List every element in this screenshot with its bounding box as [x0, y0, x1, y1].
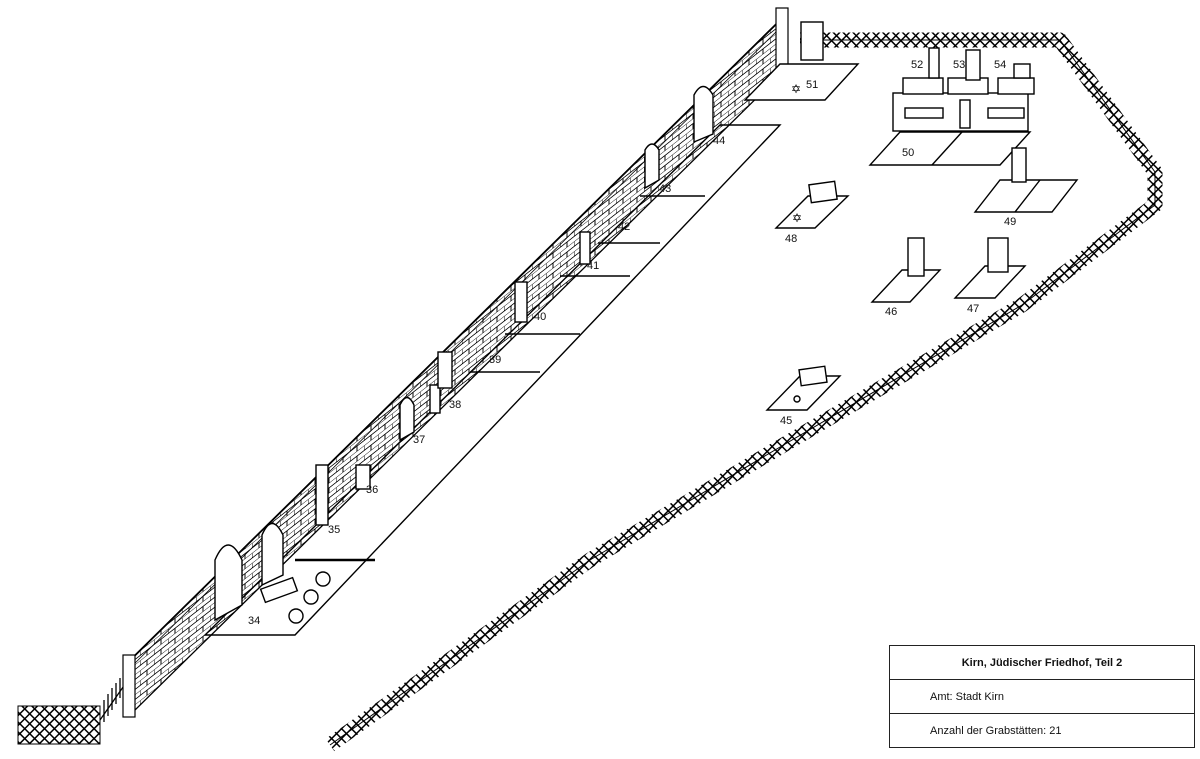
grave-label-42: 42: [618, 221, 630, 233]
grave-label-47: 47: [967, 303, 979, 315]
grave-label-41: 41: [587, 260, 599, 272]
wall-headstones: [214, 85, 714, 622]
grave-label-36: 36: [366, 484, 378, 496]
grave-49: [973, 147, 1079, 213]
svg-text:✡: ✡: [791, 82, 801, 96]
grave-label-44: 44: [713, 135, 725, 147]
legend-title: Kirn, Jüdischer Friedhof, Teil 2: [890, 646, 1194, 680]
grave-label-39: 39: [489, 354, 501, 366]
legend-office: Amt: Stadt Kirn: [890, 680, 1194, 714]
grave-label-34: 34: [248, 615, 260, 627]
grave-label-53: 53: [953, 59, 965, 71]
grave-label-48: 48: [785, 233, 797, 245]
grave-label-40: 40: [534, 311, 546, 323]
grave-46: [870, 237, 942, 303]
grave-label-43: 43: [659, 183, 671, 195]
grave-label-37: 37: [413, 434, 425, 446]
grave-strip: [203, 124, 782, 636]
grave-group-50-54: [868, 47, 1035, 166]
grave-45: [765, 365, 842, 411]
grave-48: ✡: [774, 180, 850, 229]
grave-label-46: 46: [885, 306, 897, 318]
grave-label-54: 54: [994, 59, 1006, 71]
entrance-hedge: [17, 705, 101, 745]
boundary-fence: [325, 32, 1163, 752]
svg-text:✡: ✡: [792, 211, 802, 225]
grave-label-50: 50: [902, 147, 914, 159]
grave-label-38: 38: [449, 399, 461, 411]
legend-box: Kirn, Jüdischer Friedhof, Teil 2 Amt: St…: [889, 645, 1195, 748]
grave-labels: 34 35 36 37 38 39 40 41 42 43 44 45 46 4…: [248, 59, 1016, 627]
grave-label-52: 52: [911, 59, 923, 71]
grave-label-35: 35: [328, 524, 340, 536]
grave-47: [953, 237, 1027, 299]
grave-51: ✡: [743, 21, 860, 101]
grave-label-49: 49: [1004, 216, 1016, 228]
legend-grave-count: Anzahl der Grabstätten: 21: [930, 724, 1062, 737]
grave-label-45: 45: [780, 415, 792, 427]
grave-label-51: 51: [806, 79, 818, 91]
